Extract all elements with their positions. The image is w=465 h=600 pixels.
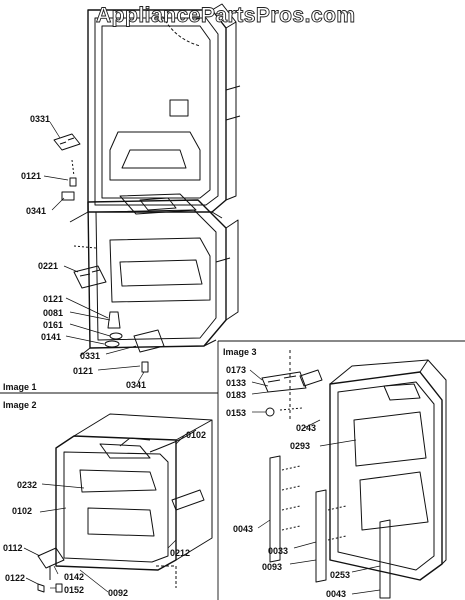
part-label: 0331	[80, 351, 101, 361]
part-label: 0121	[43, 294, 64, 304]
part-label: 0221	[38, 261, 59, 271]
part-label: 0081	[43, 308, 64, 318]
part-label: 0133	[226, 378, 247, 388]
part-label: 0142	[64, 572, 85, 582]
part-label: 0112	[3, 543, 23, 553]
part-label: 0243	[296, 423, 317, 433]
part-label: 0173	[226, 365, 247, 375]
part-label: 0341	[26, 206, 47, 216]
image2-leader-lines	[23, 433, 187, 593]
part-label: 0212	[170, 548, 191, 558]
image3-leader-lines	[249, 369, 381, 595]
part-label: 0102	[186, 430, 207, 440]
part-label: 0043	[233, 524, 254, 534]
part-label: 0183	[226, 390, 247, 400]
image1-leader-lines	[43, 121, 145, 383]
part-label: 0331	[30, 114, 51, 124]
part-label: 0043	[326, 589, 347, 599]
upper-liner-drawing	[69, 3, 241, 223]
part-label: 0102	[12, 506, 33, 516]
part-label: 0253	[330, 570, 351, 580]
part-label: 0153	[226, 408, 247, 418]
part-label: 0033	[268, 546, 289, 556]
part-label: 0121	[73, 366, 94, 376]
part-label: 0232	[17, 480, 38, 490]
watermark-text: AppliancePartsPros.com	[96, 4, 356, 28]
image2-drawing	[37, 413, 213, 593]
part-label: 0141	[41, 332, 62, 342]
part-label: 0161	[43, 320, 64, 330]
part-label: 0093	[262, 562, 283, 572]
part-label: 0092	[108, 588, 129, 598]
part-label: 0152	[64, 585, 85, 595]
section-label-image-1: Image 1	[3, 382, 37, 392]
section-label-image-3: Image 3	[223, 347, 257, 357]
image1-hardware	[53, 133, 165, 373]
part-label: 0341	[126, 380, 147, 390]
image3-drawing	[261, 350, 447, 599]
section-label-image-2: Image 2	[3, 400, 37, 410]
part-label: 0121	[21, 171, 42, 181]
part-label: 0122	[5, 573, 26, 583]
lower-liner-drawing	[79, 193, 239, 357]
part-label: 0293	[290, 441, 311, 451]
section-borders	[0, 340, 465, 600]
